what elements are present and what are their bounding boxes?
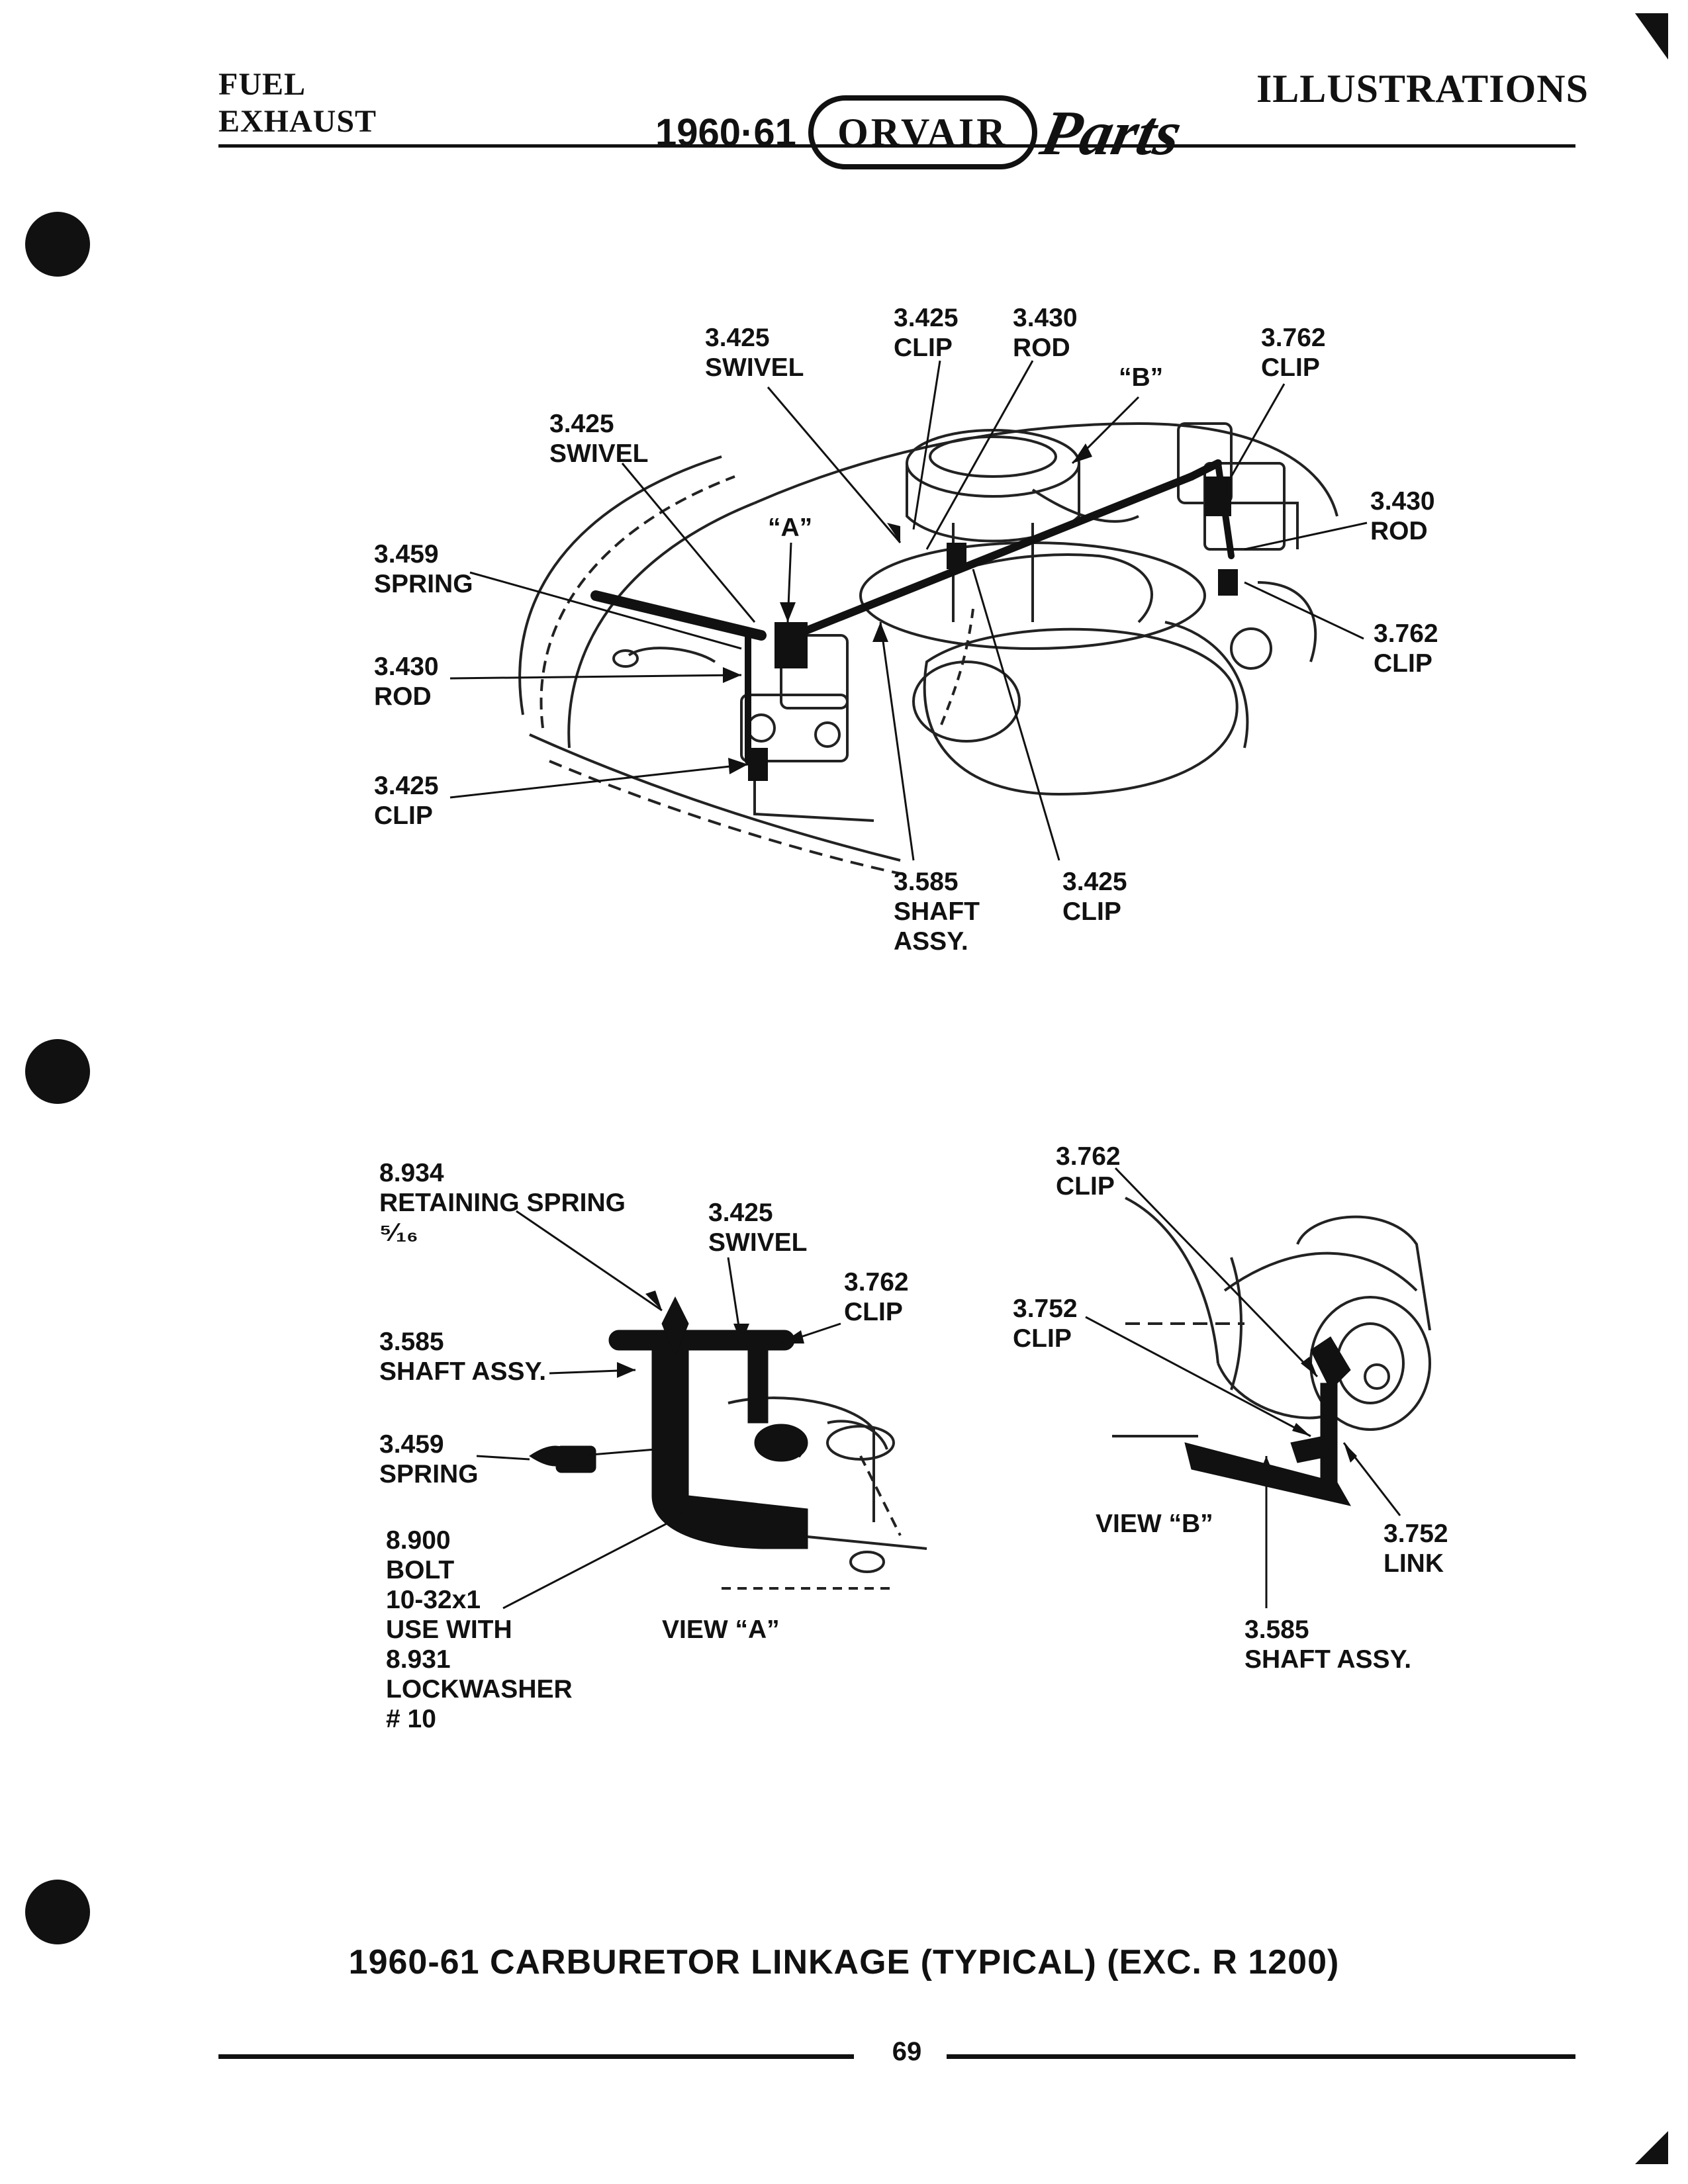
- illustrations-title: ILLUSTRATIONS: [1256, 67, 1589, 111]
- corner-mark-top-icon: [1635, 13, 1668, 60]
- section-exhaust: EXHAUST: [218, 104, 377, 139]
- corner-mark-bottom-icon: [1635, 2131, 1668, 2164]
- label-clip-top: 3.425 CLIP: [894, 304, 959, 362]
- label-view-b-marker: “B”: [1119, 363, 1164, 392]
- view-b-title: VIEW “B”: [1096, 1510, 1213, 1538]
- section-fuel: FUEL: [218, 67, 306, 102]
- label-retaining-spring: 8.934 RETAINING SPRING ⁵⁄₁₆: [379, 1159, 626, 1247]
- label-clip-3762-right: 3.762 CLIP: [1374, 619, 1438, 678]
- label-rod-right: 3.430 ROD: [1370, 487, 1435, 545]
- punch-hole-icon: [25, 1880, 90, 1944]
- footer-rule-right: [947, 2054, 1575, 2059]
- label-view-a-shaft: 3.585 SHAFT ASSY.: [379, 1328, 547, 1386]
- punch-hole-icon: [25, 212, 90, 277]
- label-clip-left: 3.425 CLIP: [374, 772, 439, 830]
- footer-rule-left: [218, 2054, 854, 2059]
- label-shaft-assy: 3.585 SHAFT ASSY.: [894, 868, 980, 956]
- label-view-a-swivel: 3.425 SWIVEL: [708, 1199, 808, 1257]
- label-clip-bottom: 3.425 CLIP: [1062, 868, 1127, 926]
- view-a-title: VIEW “A”: [662, 1615, 780, 1644]
- label-view-a-spring: 3.459 SPRING: [379, 1430, 479, 1488]
- brand-logo: 1960·61 ORVAIR Parts: [655, 95, 1188, 169]
- label-spring: 3.459 SPRING: [374, 540, 473, 598]
- label-rod-top: 3.430 ROD: [1013, 304, 1078, 362]
- section-title: FUEL EXHAUST: [218, 66, 377, 140]
- label-rod-left: 3.430 ROD: [374, 653, 439, 711]
- label-view-b-clip-3762: 3.762 CLIP: [1056, 1142, 1121, 1201]
- page-number: 69: [892, 2037, 922, 2066]
- label-view-a-clip: 3.762 CLIP: [844, 1268, 909, 1326]
- label-view-b-link: 3.752 LINK: [1383, 1520, 1448, 1578]
- label-view-a-bolt: 8.900 BOLT 10-32x1 USE WITH 8.931 LOCKWA…: [386, 1526, 573, 1733]
- punch-hole-icon: [25, 1039, 90, 1104]
- header-rule: [218, 144, 1575, 148]
- label-view-a-marker: “A”: [768, 514, 813, 542]
- corvair-logo: ORVAIR: [808, 95, 1037, 169]
- figure-caption: 1960-61 CARBURETOR LINKAGE (TYPICAL) (EX…: [348, 1943, 1340, 1981]
- label-swivel-a: 3.425 SWIVEL: [705, 324, 804, 382]
- label-view-b-clip-3752: 3.752 CLIP: [1013, 1295, 1078, 1353]
- label-clip-3762-top: 3.762 CLIP: [1261, 324, 1326, 382]
- label-view-b-shaft: 3.585 SHAFT ASSY.: [1244, 1615, 1412, 1674]
- label-swivel-b: 3.425 SWIVEL: [549, 410, 649, 468]
